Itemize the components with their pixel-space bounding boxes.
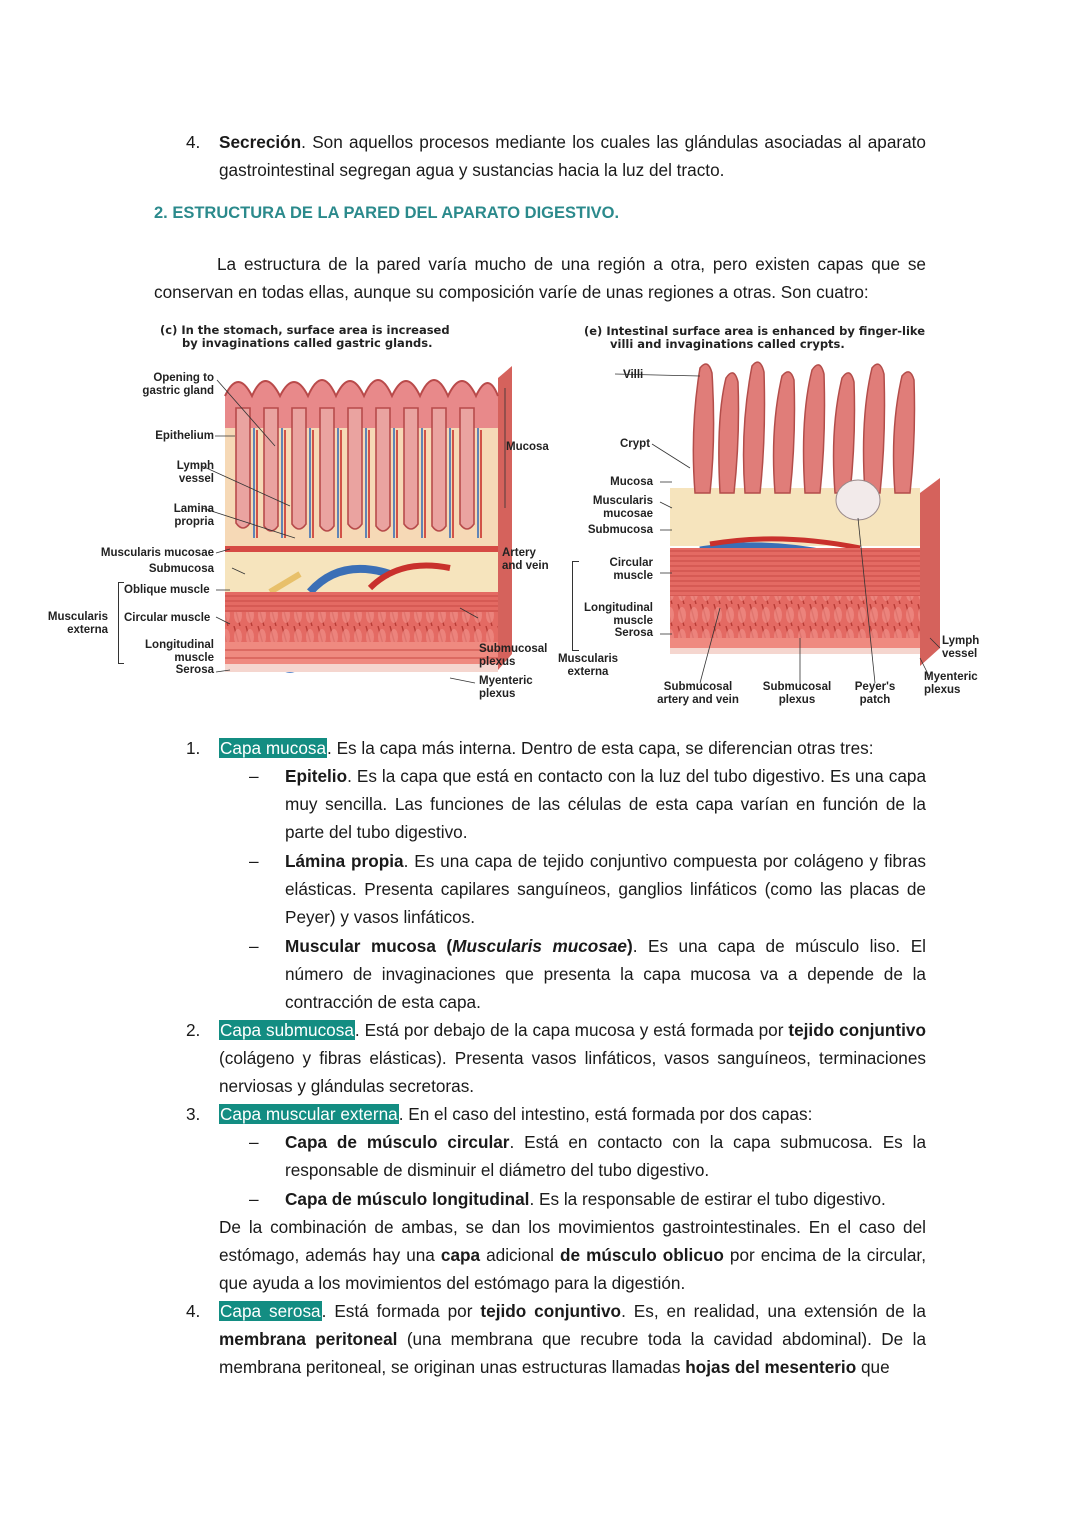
list-item-continuation: De la combinación de ambas, se dan los m… xyxy=(150,1213,926,1297)
term: Muscular mucosa ( xyxy=(285,936,453,956)
list-item: 4. Secreción. Son aquellos procesos medi… xyxy=(150,128,926,184)
stomach-figure-title: (c) In the stomach, surface area is incr… xyxy=(160,324,450,350)
stomach-block xyxy=(224,366,512,673)
dash-bullet: – xyxy=(249,936,259,956)
dash-bullet: – xyxy=(249,1189,259,1209)
label-oblique-muscle: Oblique muscle xyxy=(124,584,210,596)
sub-list-item: – Muscular mucosa (Muscularis mucosae). … xyxy=(249,932,926,1016)
list-item: 1. Capa mucosa. Es la capa más interna. … xyxy=(150,734,926,762)
term: Secreción xyxy=(219,132,302,152)
term: Capa de músculo longitudinal xyxy=(285,1189,530,1209)
bold-text: hojas del mesenterio xyxy=(685,1357,857,1377)
term: Epitelio xyxy=(285,766,348,786)
item-text: . Está por debajo de la capa mucosa y es… xyxy=(354,1020,789,1040)
list-item: 2. Capa submucosa. Está por debajo de la… xyxy=(150,1016,926,1100)
dash-bullet: – xyxy=(249,1132,259,1152)
list-number: 4. xyxy=(186,1301,201,1321)
title-line: by invaginations called gastric glands. xyxy=(182,336,433,350)
section-heading: 2. ESTRUCTURA DE LA PARED DEL APARATO DI… xyxy=(154,204,620,222)
paragraph-text: La estructura de la pared varía mucho de… xyxy=(154,254,926,302)
item-text: . Son aquellos procesos mediante los cua… xyxy=(219,132,926,180)
highlighted-term: Capa submucosa xyxy=(219,1020,355,1040)
bold-text: tejido conjuntivo xyxy=(480,1301,622,1321)
bracket xyxy=(118,582,124,664)
intestine-block xyxy=(670,361,940,666)
title-line: villi and invaginations called crypts. xyxy=(610,337,845,351)
bold-text: tejido conjuntivo xyxy=(788,1020,926,1040)
sub-list-item: – Capa de músculo longitudinal. Es la re… xyxy=(249,1185,926,1213)
label-mucosa-intestine: Mucosa xyxy=(610,476,653,488)
label-submucosa-intestine: Submucosa xyxy=(587,524,653,536)
item-text: . Es la capa que está en contacto con la… xyxy=(285,766,926,842)
item-text: . Es una capa de músculo liso. El número… xyxy=(285,936,926,1012)
bold-text: capa xyxy=(440,1245,481,1265)
digestive-wall-figure: (c) In the stomach, surface area is incr… xyxy=(40,318,1000,718)
item-text: . Es, en realidad, una extensión de la xyxy=(621,1301,926,1321)
item-text: (colágeno y fibras elásticas). Presenta … xyxy=(219,1048,926,1096)
dash-bullet: – xyxy=(249,851,259,871)
list-number: 2. xyxy=(186,1020,201,1040)
item-text: . Es la capa más interna. Dentro de esta… xyxy=(327,738,874,758)
item-text: . Es la responsable de estirar el tubo d… xyxy=(529,1189,886,1209)
list-item: 3. Capa muscular externa. En el caso del… xyxy=(150,1100,926,1128)
item-text: (una membrana que recubre toda la cavida… xyxy=(219,1329,927,1377)
bracket xyxy=(572,561,579,651)
term-italic: Muscularis mucosae xyxy=(452,936,627,956)
label-villi: Villi xyxy=(623,369,644,381)
label-epithelium: Epithelium xyxy=(155,430,214,442)
sub-list-item: – Capa de músculo circular. Está en cont… xyxy=(249,1128,926,1184)
figure-illustration xyxy=(201,361,941,684)
title-line: (e) Intestinal surface area is enhanced … xyxy=(584,324,926,338)
bold-text: de músculo oblicuo xyxy=(560,1245,724,1265)
item-text: . En el caso del intestino, está formada… xyxy=(398,1104,813,1124)
item-text: . Está en contacto con la capa submucosa… xyxy=(285,1132,926,1180)
item-text: que xyxy=(856,1357,890,1377)
label-submucosa: Submucosa xyxy=(148,563,214,575)
intestine-figure-title: (e) Intestinal surface area is enhanced … xyxy=(584,325,925,351)
term: Lámina propia xyxy=(285,851,404,871)
highlighted-term: Capa mucosa xyxy=(219,738,328,758)
list-number: 4. xyxy=(186,132,201,152)
term: Capa de músculo circular xyxy=(285,1132,510,1152)
section-paragraph: La estructura de la pared varía mucho de… xyxy=(154,250,926,306)
label-mucosa: Mucosa xyxy=(506,441,549,453)
item-text: . Está formada por xyxy=(321,1301,481,1321)
highlighted-term: Capa muscular externa xyxy=(219,1104,399,1124)
term-end: ) xyxy=(626,936,633,956)
list-number: 1. xyxy=(186,738,201,758)
sub-list-item: – Lámina propia. Es una capa de tejido c… xyxy=(249,847,926,931)
dash-bullet: – xyxy=(249,766,259,786)
label-crypt: Crypt xyxy=(620,438,651,450)
sub-list-item: – Epitelio. Es la capa que está en conta… xyxy=(249,762,926,846)
bold-text: membrana peritoneal xyxy=(219,1329,398,1349)
item-text: por encima de la circular, que ayuda a l… xyxy=(219,1245,926,1293)
item-text: . Es una capa de tejido conjuntivo compu… xyxy=(285,851,926,927)
item-text: adicional xyxy=(480,1245,560,1265)
title-line: (c) In the stomach, surface area is incr… xyxy=(160,323,450,337)
list-item: 4. Capa serosa. Está formada por tejido … xyxy=(150,1297,926,1381)
label-muscularis-mucosae: Muscularis mucosae xyxy=(100,547,214,559)
highlighted-term: Capa serosa xyxy=(219,1301,322,1321)
item-text: De la combinación de ambas, se dan los m… xyxy=(219,1217,926,1265)
list-number: 3. xyxy=(186,1104,201,1124)
label-circular-muscle: Circular muscle xyxy=(124,612,211,624)
